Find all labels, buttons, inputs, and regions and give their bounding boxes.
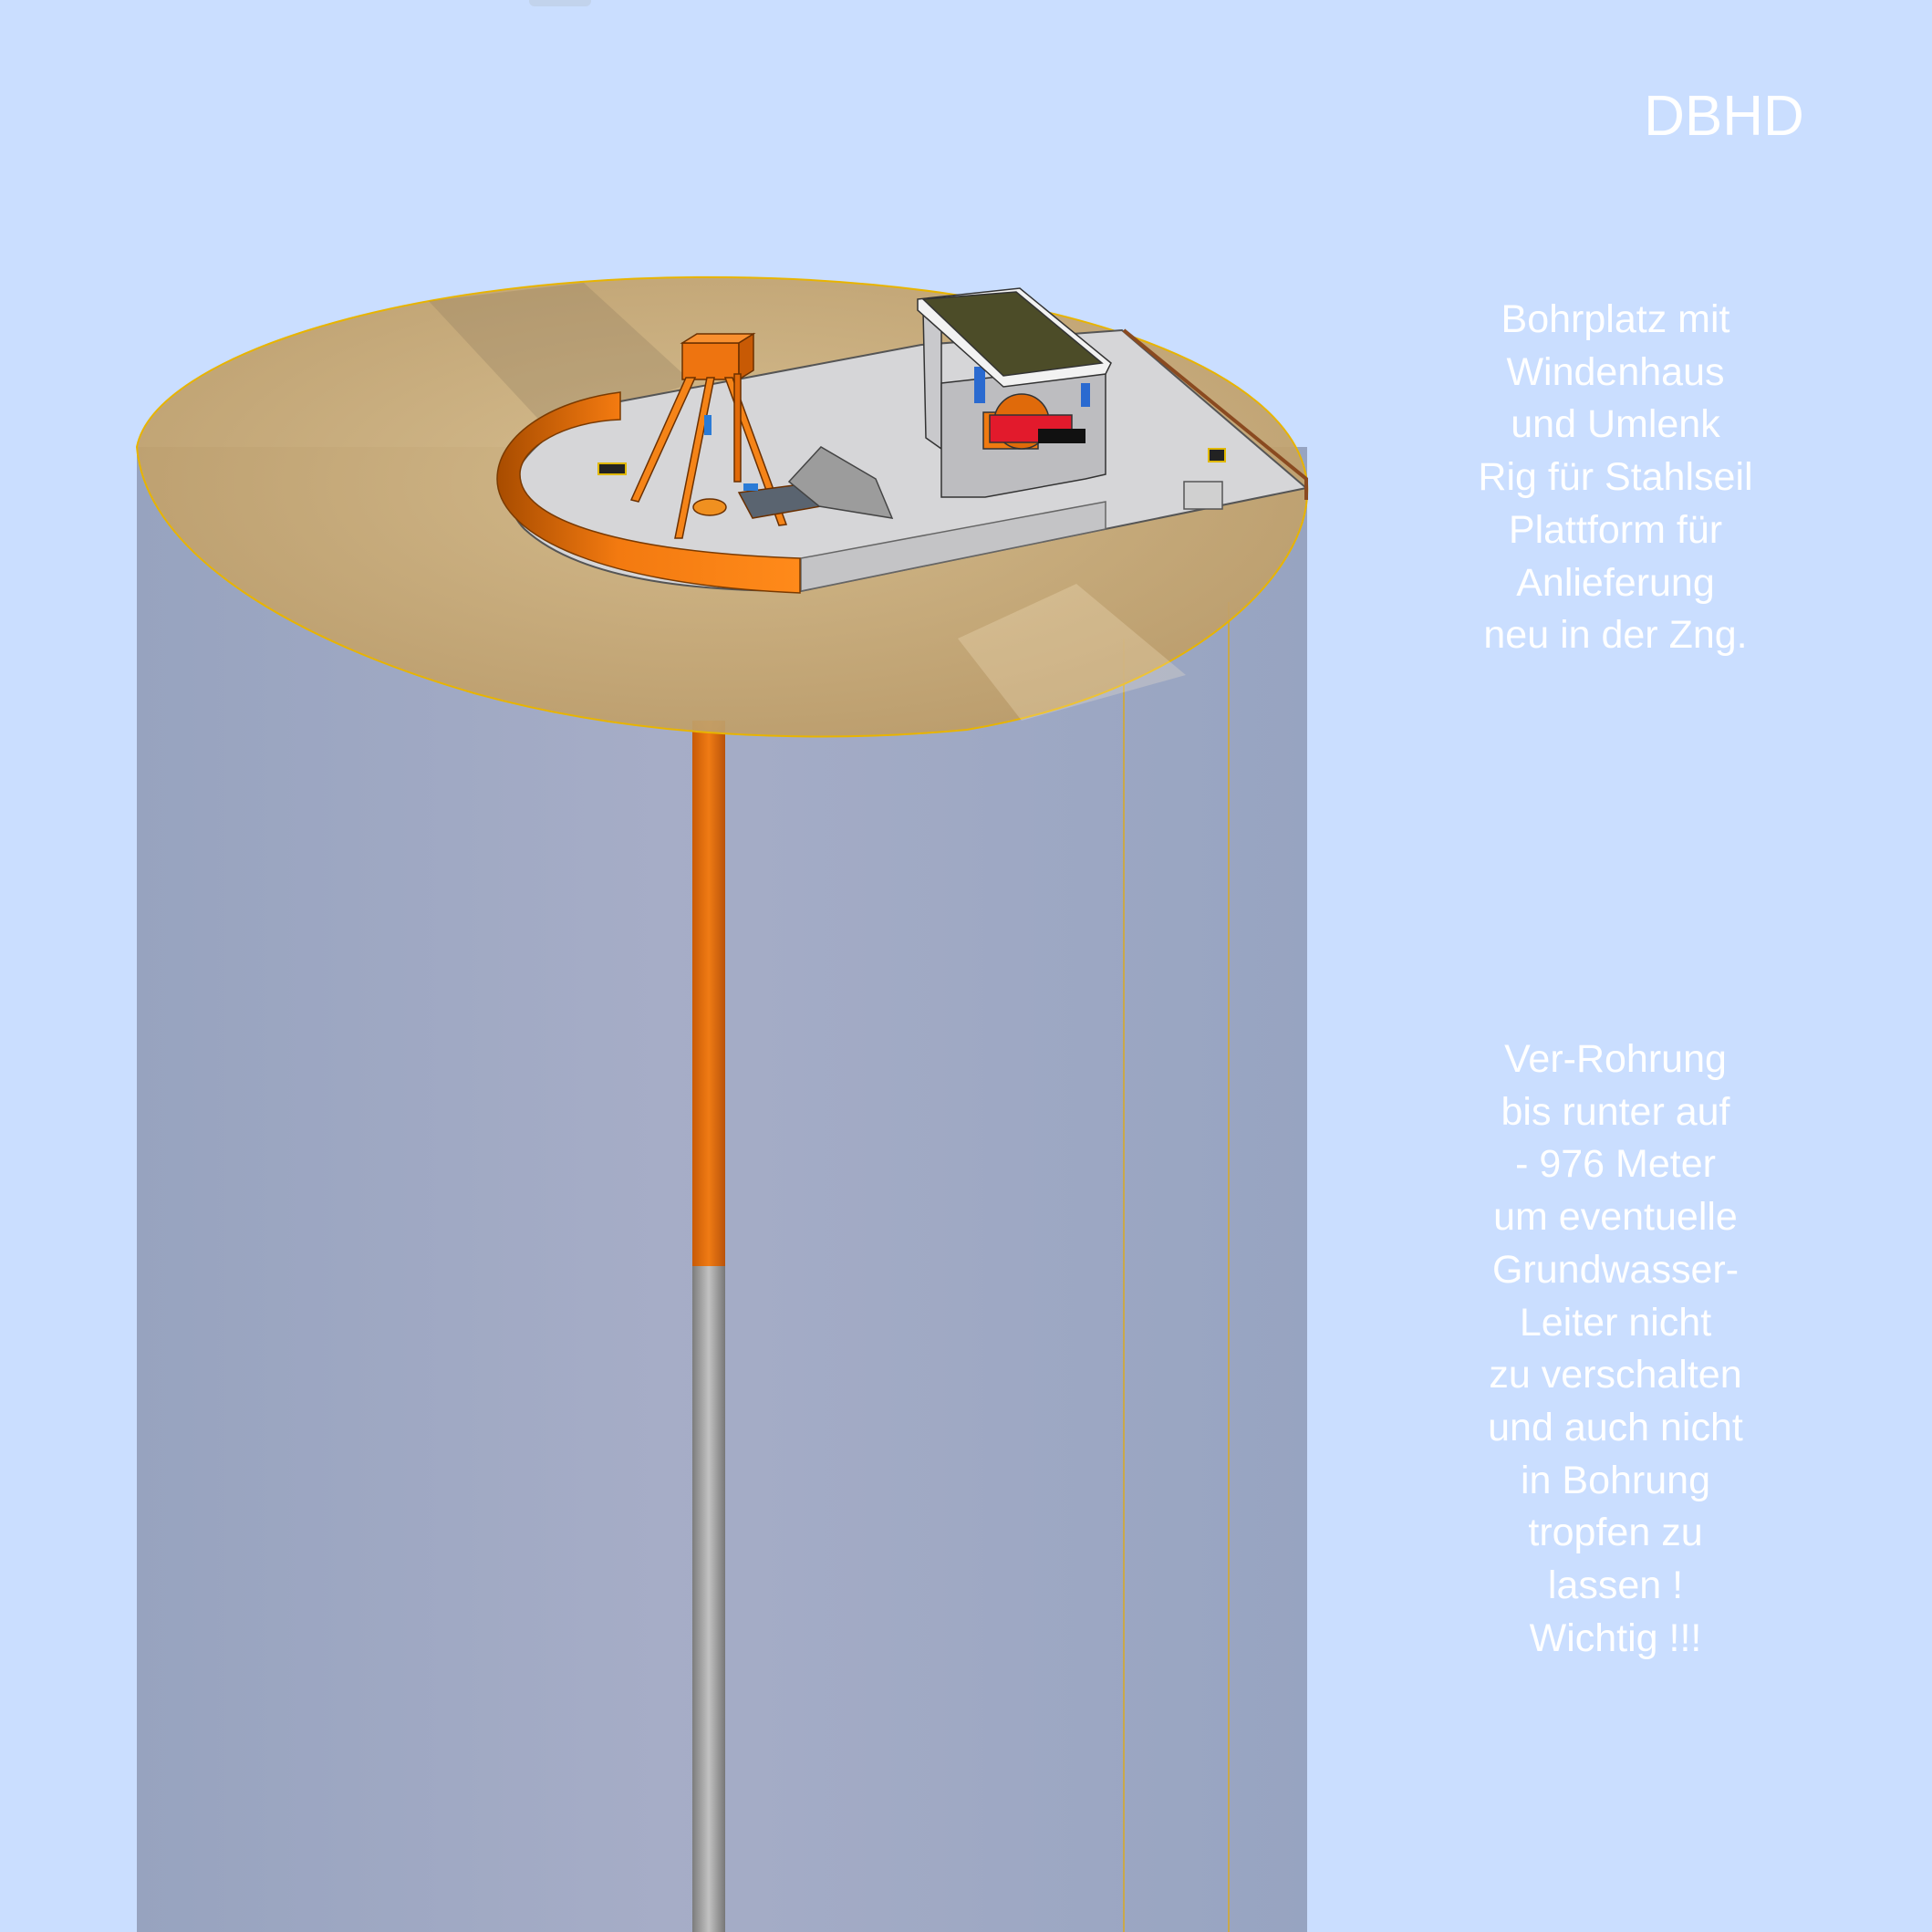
platform-front-wall [800, 501, 1106, 592]
note-line: Wichtig !!! [1529, 1615, 1702, 1660]
note-line: und auch nicht [1488, 1405, 1743, 1449]
note-line: - 976 Meter [1515, 1142, 1716, 1187]
note-line: Windenhaus [1506, 349, 1725, 394]
drawing-title: DBHD [1644, 85, 1804, 148]
platform-side-rail [1122, 328, 1308, 500]
note-line: bis runter auf [1501, 1089, 1730, 1134]
equipment-crate [597, 462, 627, 475]
annotation-drill-site: Bohrplatz mit Windenhaus und Umlenk Rig … [1424, 294, 1807, 662]
note-line: Anlieferung [1516, 560, 1715, 605]
casing-pipe-gray [692, 1266, 725, 1932]
annotation-casing: Ver-Rohrung bis runter auf - 976 Meter u… [1424, 1034, 1807, 1665]
note-line: Rig für Stahlseil [1478, 455, 1753, 500]
derrick-rig [629, 332, 823, 539]
note-line: zu verschalten [1489, 1353, 1742, 1397]
note-line: tropfen zu [1528, 1511, 1703, 1555]
top-tab [529, 0, 591, 6]
note-line: lassen ! [1547, 1563, 1684, 1608]
sand-shadow [958, 584, 1186, 721]
small-box [1183, 481, 1223, 510]
casing-pipe-orange [692, 721, 725, 1266]
note-line: und Umlenk [1511, 402, 1720, 447]
note-line: neu in der Zng. [1483, 613, 1748, 658]
note-line: Bohrplatz mit [1501, 297, 1730, 341]
note-line: Leiter nicht [1519, 1300, 1712, 1345]
sand-shadow [429, 283, 693, 429]
note-line: Ver-Rohrung [1504, 1037, 1727, 1081]
note-line: Plattform für [1508, 507, 1723, 552]
orange-curved-wall [496, 391, 801, 594]
note-line: in Bohrung [1521, 1458, 1710, 1502]
note-line: Grundwasser- [1491, 1247, 1740, 1292]
equipment-crate [1208, 448, 1226, 462]
winch-house [917, 287, 1112, 498]
note-line: um eventuelle [1493, 1195, 1738, 1240]
ramp-plate [787, 446, 894, 519]
